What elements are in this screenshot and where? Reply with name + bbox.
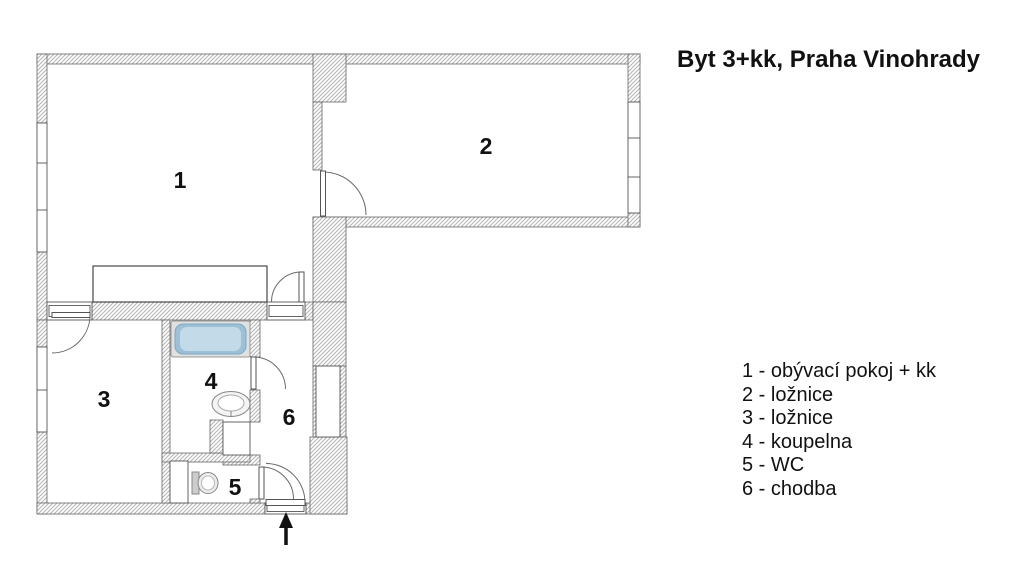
wall-segment	[36, 53, 48, 124]
wall-segment	[312, 101, 323, 171]
kitchen-counter	[92, 265, 268, 303]
window	[36, 346, 48, 433]
legend-item: 2 - ložnice	[742, 383, 834, 406]
wall-segment	[312, 365, 317, 438]
door-wc	[258, 466, 294, 500]
room-label-3: 3	[98, 386, 111, 412]
legend-item: 4 - koupelna	[742, 430, 853, 453]
wall-segment	[312, 53, 347, 103]
room-label-5: 5	[229, 474, 242, 500]
legend: 1 - obývací pokoj + kk 2 - ložnice 3 - l…	[742, 360, 936, 501]
wall-segment	[312, 216, 347, 303]
wall-segment	[161, 319, 171, 504]
door-entrance	[265, 463, 306, 506]
page-title: Byt 3+kk, Praha Vinohrady	[677, 46, 981, 73]
door-frame	[266, 301, 306, 321]
wall-segment	[312, 301, 347, 367]
room-label-1: 1	[174, 167, 187, 193]
toilet	[191, 471, 219, 495]
wall-segment	[36, 319, 48, 348]
walls	[36, 53, 641, 515]
wall-segment	[627, 53, 641, 103]
door-room1-hall	[271, 271, 305, 303]
room-label-2: 2	[480, 133, 493, 159]
room-label-4: 4	[205, 368, 218, 394]
wall-segment	[627, 212, 641, 228]
wall-segment	[339, 365, 347, 438]
legend-item: 6 - chodba	[742, 477, 837, 500]
window	[36, 122, 48, 253]
wall-niche	[315, 365, 341, 438]
legend-item: 1 - obývací pokoj + kk	[742, 360, 936, 382]
legend-item: 3 - ložnice	[742, 407, 834, 429]
wall-segment	[312, 216, 641, 228]
windows	[36, 101, 641, 433]
entrance-arrow-icon	[279, 512, 293, 545]
door-room2	[320, 170, 367, 217]
sink	[211, 391, 251, 417]
wall-segment	[91, 301, 268, 321]
hall-alcove	[222, 421, 251, 456]
wall-segment	[304, 301, 314, 321]
wall-segment	[36, 431, 48, 515]
wall-segment	[249, 498, 261, 504]
door-bathroom	[250, 356, 286, 390]
legend-item: 5 - WC	[742, 454, 805, 476]
window	[627, 101, 641, 214]
shaft	[169, 460, 189, 504]
door-room3	[51, 312, 91, 354]
wall-segment	[249, 389, 261, 423]
wall-segment	[309, 436, 348, 515]
wall-segment	[249, 319, 261, 358]
bathtub	[170, 320, 251, 358]
wall-segment	[161, 452, 251, 463]
room-label-6: 6	[283, 404, 296, 430]
wall-segment	[36, 502, 266, 515]
wall-segment	[36, 251, 48, 321]
wall-segment	[209, 419, 224, 454]
